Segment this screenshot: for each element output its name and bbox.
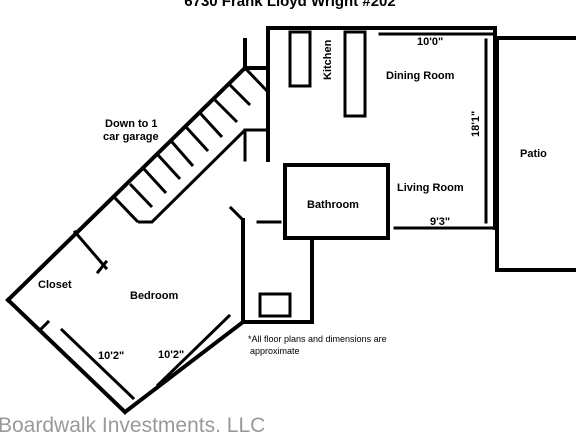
dining-width-label: 10'0" [417,36,443,48]
bedroom-dim-b: 10'2" [158,349,184,361]
stair-treads [113,66,270,224]
watermark: Boardwalk Investments, LLC [0,414,265,432]
closet-label: Closet [38,279,72,291]
living-room-label: Living Room [397,182,464,194]
living-length-label: 18'1" [470,111,482,137]
walls [5,26,576,415]
stairs-label-line1: Down to 1 [105,118,158,130]
living-width-label: 9'3" [430,216,450,228]
bedroom-dim-a: 10'2" [98,350,124,362]
patio-label: Patio [520,148,547,160]
disclaimer-line2: approximate [250,346,300,356]
stairs-label-line2: car garage [103,131,159,143]
bedroom-label: Bedroom [130,290,179,302]
kitchen-label: Kitchen [322,39,334,80]
disclaimer-line1: *All floor plans and dimensions are [248,334,387,344]
dining-room-label: Dining Room [386,70,455,82]
plan-title: 6730 Frank Lloyd Wright #202 [184,0,395,10]
bathroom-label: Bathroom [307,199,359,211]
